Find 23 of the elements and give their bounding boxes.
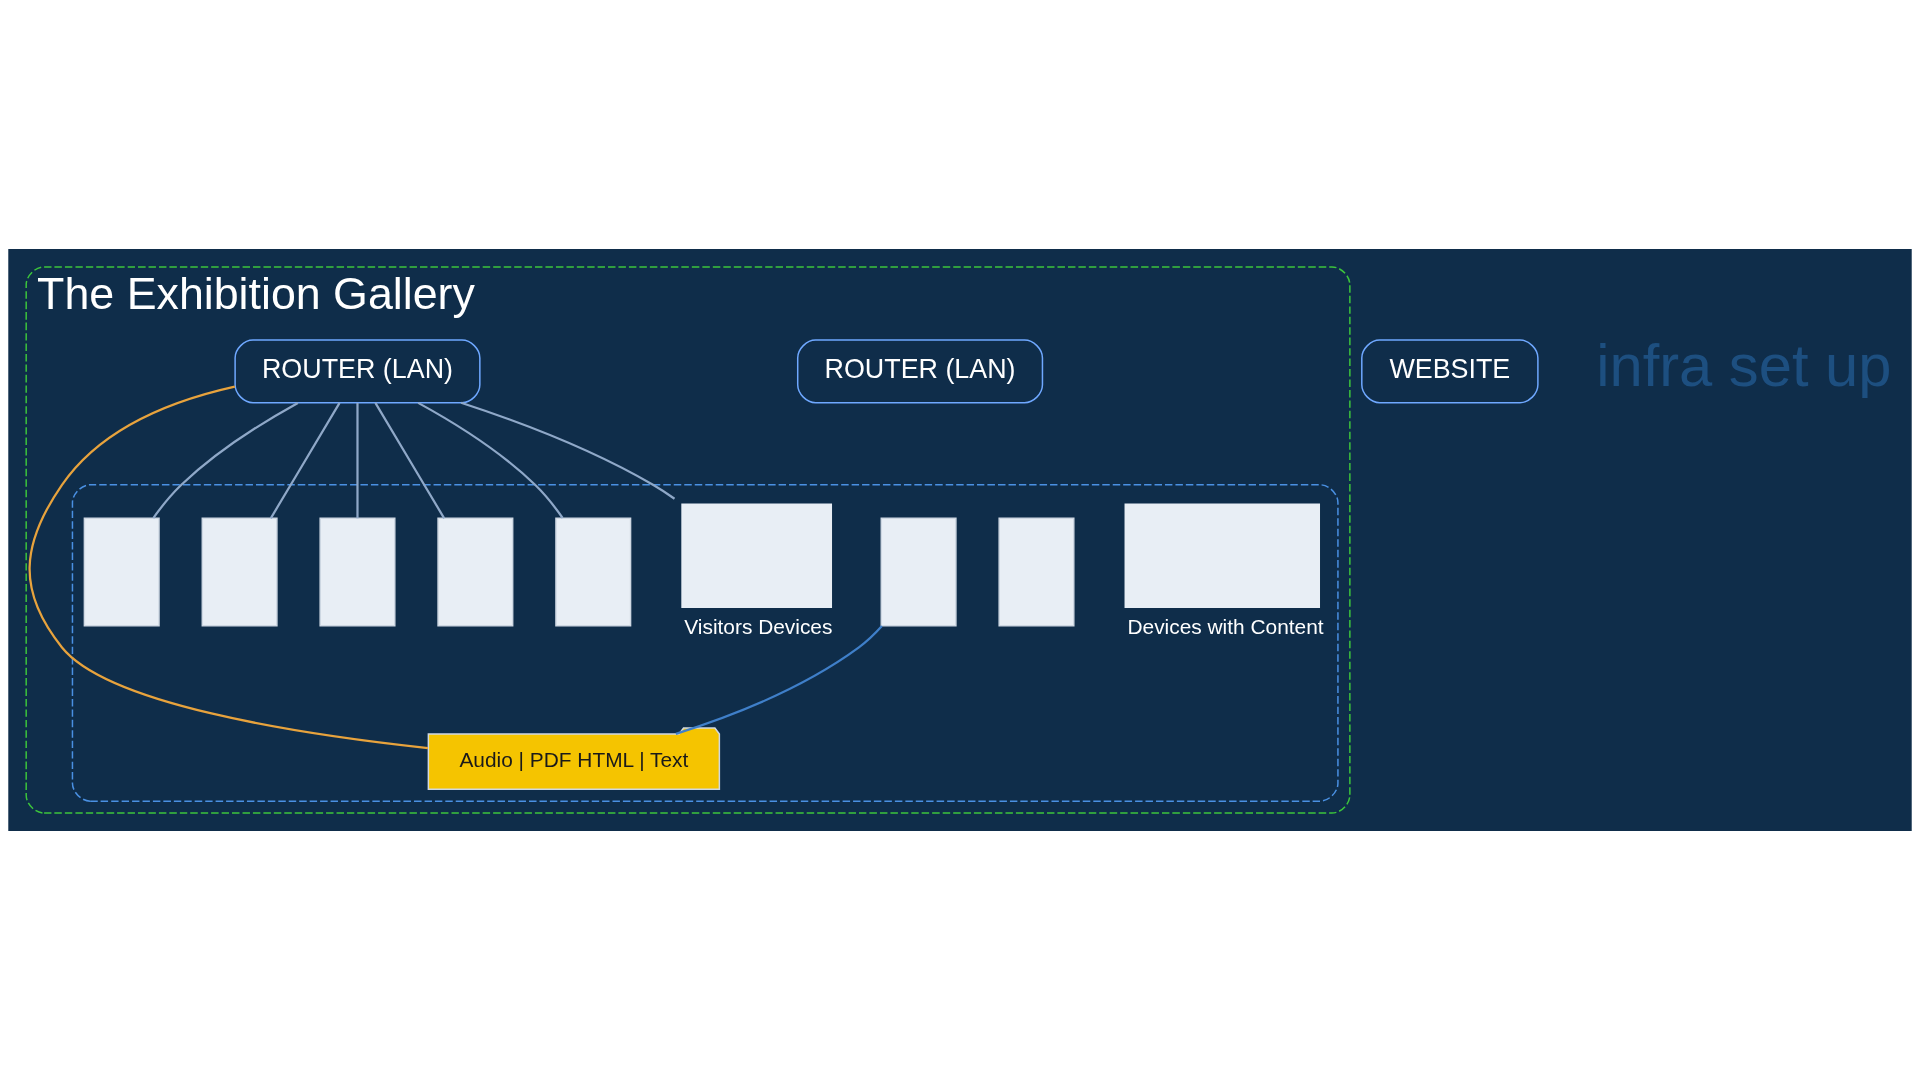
node-box	[998, 517, 1075, 627]
node-box	[319, 517, 396, 627]
connector	[460, 401, 676, 500]
connector	[152, 401, 299, 519]
connector	[417, 401, 564, 519]
node-box	[1124, 503, 1320, 608]
node-box	[83, 517, 160, 627]
node-box	[555, 517, 632, 627]
node-label: Visitors Devices	[684, 614, 833, 638]
connector	[374, 402, 446, 519]
connector	[269, 402, 341, 519]
cluster	[71, 484, 1339, 802]
node-box	[880, 517, 957, 627]
node-label: Devices with Content	[1127, 614, 1324, 638]
connector	[28, 385, 429, 750]
node-box: ROUTER (LAN)	[796, 339, 1044, 404]
node-box: ROUTER (LAN)	[234, 339, 481, 404]
node-box	[201, 517, 278, 627]
connector	[356, 402, 359, 519]
connector	[675, 625, 883, 735]
node-box	[437, 517, 514, 627]
node-box: WEBSITE	[1361, 339, 1539, 404]
node-box	[681, 503, 833, 608]
